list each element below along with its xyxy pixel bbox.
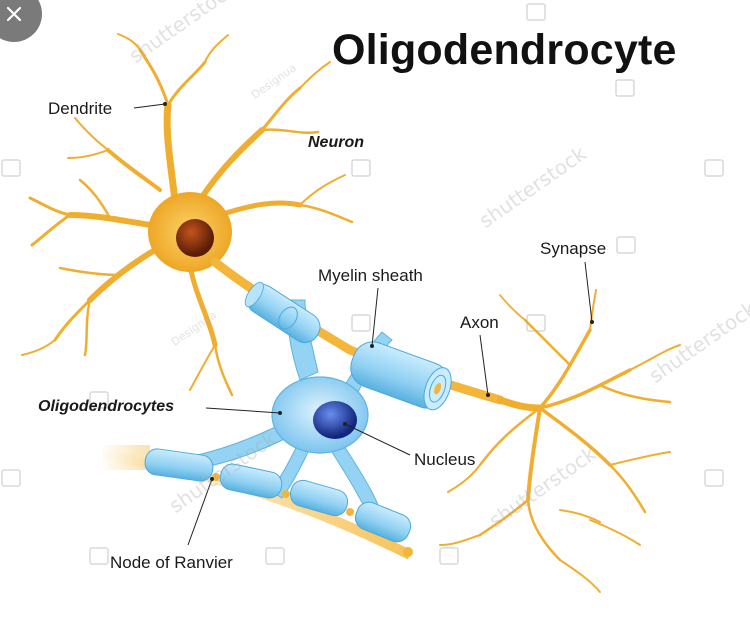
label-oligodendrocytes: Oligodendrocytes bbox=[38, 398, 175, 415]
neuron-nucleus bbox=[176, 219, 214, 257]
neuron-dendrites bbox=[21, 33, 354, 397]
myelin-sheaths-lower bbox=[144, 448, 412, 543]
label-dendrite: Dendrite bbox=[48, 99, 113, 118]
label-myelin-sheath: Myelin sheath bbox=[318, 266, 423, 285]
leader-lines bbox=[133, 103, 593, 546]
nodes-of-ranvier bbox=[212, 473, 413, 557]
diagram-title: Oligodendrocyte bbox=[332, 26, 677, 74]
leader-dots bbox=[163, 102, 594, 481]
label-synapse: Synapse bbox=[540, 239, 607, 258]
close-icon bbox=[6, 6, 22, 22]
axon-terminal bbox=[439, 289, 681, 593]
watermark-icons bbox=[1, 3, 724, 565]
label-neuron: Neuron bbox=[308, 134, 364, 151]
myelin-sheaths-axon bbox=[244, 281, 452, 411]
label-nucleus: Nucleus bbox=[414, 450, 476, 469]
label-axon: Axon bbox=[460, 313, 499, 332]
label-node-of-ranvier: Node of Ranvier bbox=[110, 553, 233, 572]
oligodendrocyte-nucleus bbox=[313, 401, 357, 439]
